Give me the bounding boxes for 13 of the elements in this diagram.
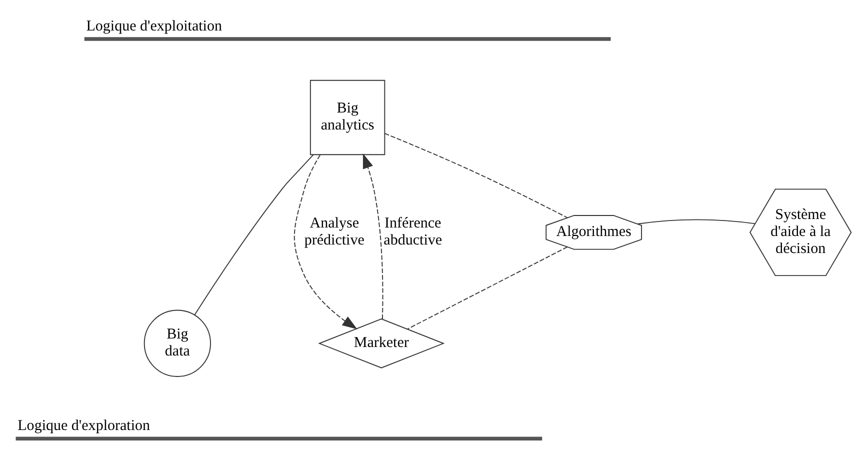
label: Logique d'exploitation	[86, 18, 222, 34]
connector	[194, 154, 314, 316]
edge-label: Analyse prédictive	[304, 216, 364, 248]
label: Logique d'exploration	[17, 418, 150, 434]
arrow	[362, 153, 383, 320]
node-box: Big analytics	[309, 80, 385, 156]
arrow	[293, 154, 357, 330]
connector	[636, 219, 756, 224]
connector	[384, 132, 568, 218]
node-diamond: Marketer	[318, 318, 444, 368]
node-circle: Big data	[143, 310, 210, 377]
edge-label: Inférence abductive	[383, 216, 442, 248]
connector	[406, 246, 568, 330]
